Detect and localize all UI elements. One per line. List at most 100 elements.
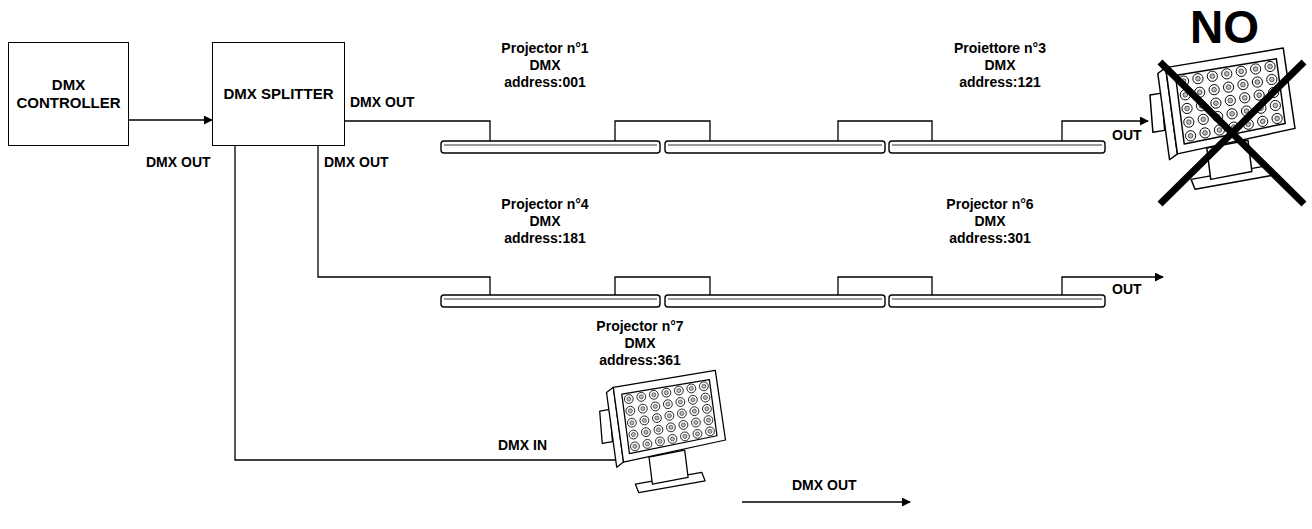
led bbox=[674, 386, 683, 395]
led bbox=[1225, 95, 1235, 105]
led-lens bbox=[658, 439, 662, 443]
led bbox=[1272, 113, 1282, 123]
led bbox=[703, 404, 712, 413]
led-lens bbox=[1242, 95, 1247, 100]
led-lens bbox=[677, 389, 681, 393]
led bbox=[663, 400, 672, 409]
led-lens bbox=[678, 400, 682, 404]
led-lens bbox=[706, 418, 710, 422]
led-lens bbox=[1228, 98, 1233, 103]
led-lens bbox=[1217, 128, 1222, 133]
led-lens bbox=[1260, 119, 1265, 124]
linear-projector bbox=[889, 141, 1105, 153]
signal-label: NO bbox=[1190, 2, 1259, 53]
signal-label: DMX IN bbox=[498, 437, 547, 454]
dmx-line bbox=[615, 121, 710, 141]
dmx-line bbox=[838, 277, 932, 295]
led-lens bbox=[681, 423, 685, 427]
linear-projector bbox=[889, 295, 1105, 307]
cross-line bbox=[1160, 62, 1304, 204]
led-lens bbox=[680, 411, 684, 415]
led-lens bbox=[1275, 116, 1280, 121]
projector-edge bbox=[892, 145, 1102, 146]
led bbox=[1265, 61, 1275, 71]
led bbox=[706, 427, 715, 436]
led bbox=[1227, 109, 1237, 119]
projector-edge bbox=[444, 145, 657, 146]
led-lens bbox=[644, 430, 648, 434]
led bbox=[1236, 66, 1246, 76]
device-name: DMX SPLITTER bbox=[223, 85, 333, 103]
signal-arrow bbox=[129, 119, 212, 120]
led-lens bbox=[1269, 77, 1274, 82]
led bbox=[1209, 85, 1219, 95]
led bbox=[637, 392, 646, 401]
signal-label: OUT bbox=[1112, 281, 1142, 298]
led-lens bbox=[1185, 106, 1190, 111]
dmx-lines bbox=[235, 121, 1163, 502]
led bbox=[656, 437, 665, 446]
led-lens bbox=[645, 442, 649, 446]
signal-label: OUT bbox=[1112, 127, 1142, 144]
device-box: DMX SPLITTER bbox=[212, 42, 345, 146]
led-lens bbox=[1186, 120, 1191, 125]
led-lens bbox=[1201, 117, 1206, 122]
led bbox=[649, 390, 658, 399]
led-lens bbox=[1226, 85, 1231, 90]
led bbox=[681, 432, 690, 441]
led bbox=[631, 442, 640, 451]
led bbox=[1251, 64, 1261, 74]
led-lens bbox=[1197, 90, 1202, 95]
led-lens bbox=[708, 429, 712, 433]
led-lens bbox=[1257, 93, 1262, 98]
led-lens bbox=[652, 393, 656, 397]
projector-illustration bbox=[600, 370, 726, 492]
led bbox=[667, 423, 676, 432]
led-lens bbox=[705, 407, 709, 411]
led-lens bbox=[641, 407, 645, 411]
led-lens bbox=[695, 432, 699, 436]
led-lens bbox=[639, 395, 643, 399]
projector-label: Projector n°7 DMX address:361 bbox=[586, 318, 694, 368]
led-lens bbox=[689, 386, 693, 390]
led-lens bbox=[1224, 71, 1229, 76]
led bbox=[692, 418, 701, 427]
led bbox=[1185, 131, 1195, 141]
linear-projectors bbox=[441, 141, 1105, 307]
led bbox=[1211, 98, 1221, 108]
led bbox=[690, 407, 699, 416]
dmx-line bbox=[838, 121, 932, 141]
led bbox=[643, 439, 652, 448]
dmx-line bbox=[345, 121, 490, 141]
led-lens bbox=[664, 391, 668, 395]
led bbox=[1193, 74, 1203, 84]
led-lens bbox=[683, 434, 687, 438]
led bbox=[624, 395, 633, 404]
projector-edge bbox=[444, 299, 657, 300]
led-lens bbox=[669, 425, 673, 429]
led-lens bbox=[656, 428, 660, 432]
led bbox=[626, 406, 635, 415]
led bbox=[654, 425, 663, 434]
led bbox=[677, 409, 686, 418]
led-lens bbox=[653, 404, 657, 408]
led-lens bbox=[670, 437, 674, 441]
led bbox=[1267, 74, 1277, 84]
led-lens bbox=[1210, 74, 1215, 79]
led-lens bbox=[630, 421, 634, 425]
cross-mark bbox=[1160, 62, 1304, 204]
linear-projector bbox=[441, 141, 660, 153]
led-lens bbox=[667, 414, 671, 418]
led-lens bbox=[627, 397, 631, 401]
led-lens bbox=[1239, 69, 1244, 74]
led bbox=[1258, 116, 1268, 126]
led-lens bbox=[628, 409, 632, 413]
led bbox=[687, 384, 696, 393]
led-lens bbox=[631, 433, 635, 437]
led bbox=[1240, 93, 1250, 103]
led bbox=[638, 404, 647, 413]
led bbox=[701, 393, 710, 402]
led-panel bbox=[622, 380, 717, 454]
led-lens bbox=[1214, 101, 1219, 106]
